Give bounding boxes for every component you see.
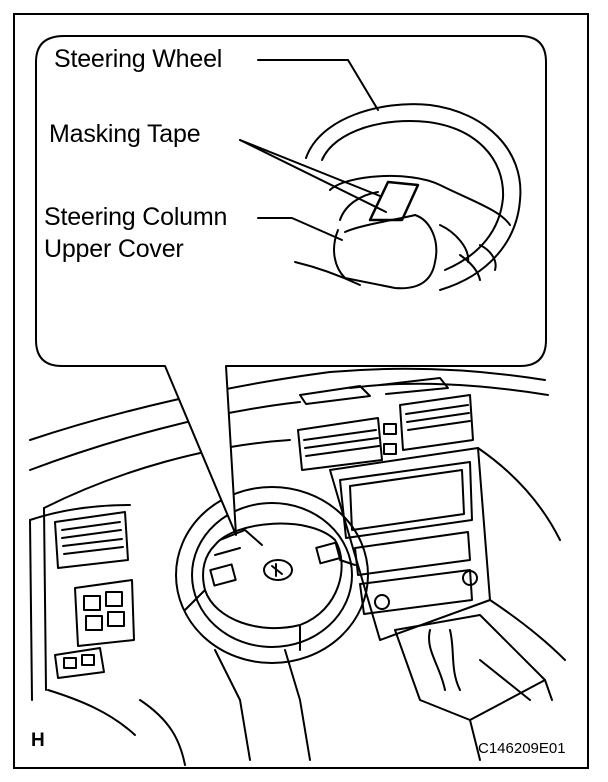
label-column-cover-line1: Steering Column <box>44 202 227 232</box>
label-column-cover-line2: Upper Cover <box>44 234 184 264</box>
label-steering-wheel: Steering Wheel <box>54 44 222 74</box>
callout-bubble <box>36 36 546 535</box>
figure-code: C146209E01 <box>478 740 566 757</box>
label-masking-tape: Masking Tape <box>49 119 200 149</box>
corner-mark: H <box>31 730 45 752</box>
steering-wheel-drawing <box>176 487 368 663</box>
dashboard-drawing <box>30 369 565 765</box>
